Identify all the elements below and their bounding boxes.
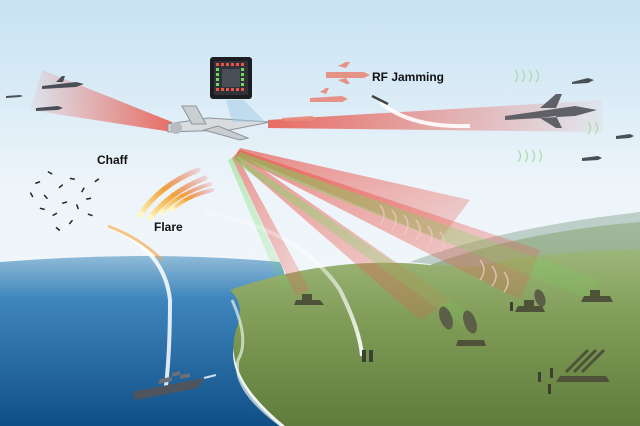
jammer-pod-icon [210, 57, 252, 99]
flares [137, 167, 214, 221]
sea [0, 256, 285, 426]
missile-trail-ship-glow [107, 224, 164, 262]
rf-jamming-label: RF Jamming [372, 70, 445, 84]
wave-arcs [379, 204, 509, 293]
decoy-jets [282, 62, 370, 121]
missile-trail-ship [107, 224, 173, 387]
detection-beam-1 [236, 152, 600, 300]
missile-trail-ground [204, 210, 364, 357]
soldiers [362, 302, 553, 394]
jamming-beam-right [268, 100, 602, 132]
navy-ship [132, 371, 217, 400]
jamming-beam-down-4 [232, 154, 310, 296]
chaff-cloud [29, 171, 100, 232]
radar-dishes [439, 289, 546, 334]
missile-trail-top [378, 100, 471, 129]
enemy-jets-left [6, 76, 84, 111]
ground-units [294, 290, 613, 382]
flare-label: Flare [154, 220, 183, 234]
fighter-jet-right [505, 94, 597, 128]
detection-beam-3 [228, 158, 290, 290]
chaff-label: Chaff [97, 153, 128, 167]
air-missile [371, 94, 389, 106]
jammer-callout-beam [226, 100, 265, 122]
wave-arcs-green [514, 69, 599, 163]
shoreline [230, 299, 283, 426]
enemy-jets-right [572, 78, 634, 161]
detection-beam-2 [232, 156, 480, 330]
